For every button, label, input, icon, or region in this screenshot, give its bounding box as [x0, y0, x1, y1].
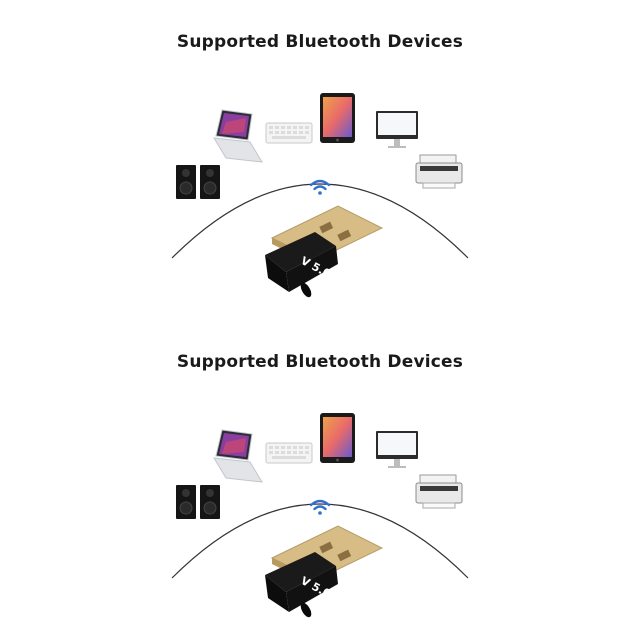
- panel-top: V 5.0 Supported Bluetooth Devices: [171, 32, 469, 298]
- speakers-icon: [176, 165, 220, 199]
- range-arc: [171, 183, 469, 259]
- usb-adapter: [265, 205, 384, 298]
- page-title: Supported Bluetooth Devices: [176, 32, 464, 52]
- laptop-icon: [213, 109, 263, 163]
- keyboard-icon: [265, 442, 313, 464]
- keyboard-icon: [265, 122, 313, 144]
- monitor-icon: [376, 111, 418, 148]
- device-scene: V 5.0: [171, 93, 469, 298]
- monitor-icon: [376, 431, 418, 468]
- printer-icon: [415, 154, 463, 189]
- usb-adapter: [265, 525, 384, 618]
- wifi-icon: [309, 179, 331, 195]
- printer-icon: [415, 474, 463, 509]
- speakers-icon: [176, 485, 220, 519]
- laptop-icon: [213, 429, 263, 483]
- wifi-icon: [309, 499, 331, 515]
- device-scene: V 5.0: [171, 413, 469, 618]
- page-title: Supported Bluetooth Devices: [176, 352, 464, 372]
- tablet-icon: [320, 93, 355, 143]
- range-arc: [171, 503, 469, 579]
- panel-bottom: V 5.0 Supported Bluetooth Devices: [0, 320, 640, 640]
- tablet-icon: [320, 413, 355, 463]
